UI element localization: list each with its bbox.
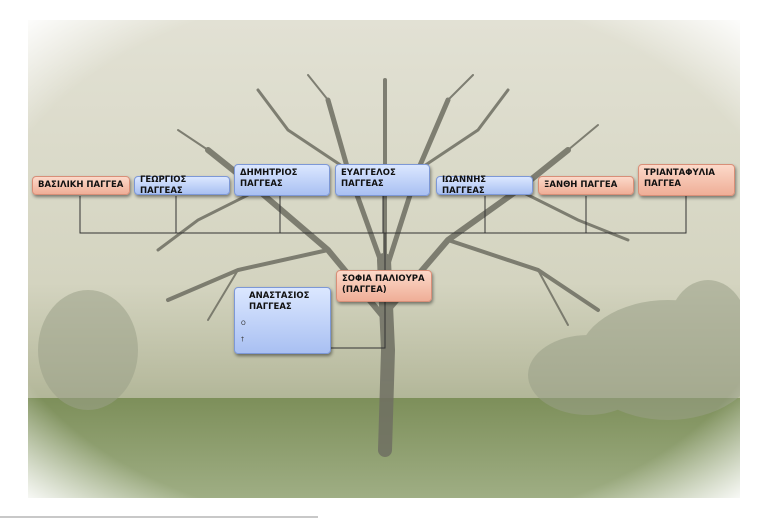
person-card-xanthi[interactable]: ΞΑΝΘΗ ΠΑΓΓΕΑ [538, 176, 634, 195]
birth-marker: o [241, 318, 246, 329]
person-card-georgios[interactable]: ΓΕΩΡΓΙΟΣ ΠΑΓΓΕΑΣ [134, 176, 230, 195]
person-name: ΙΩΑΝΝΗΣ ΠΑΓΓΕΑΣ [442, 175, 527, 197]
family-tree-diagram [28, 20, 740, 498]
person-card-evangelos[interactable]: ΕΥΑΓΓΕΛΟΣ ΠΑΓΓΕΑΣ [335, 164, 430, 196]
scrollbar-track [0, 516, 318, 518]
person-name: ΤΡΙΑΝΤΑΦΥΛΙΑ ΠΑΓΓΕΑ [644, 168, 715, 189]
person-card-vasiliki[interactable]: ΒΑΣΙΛΙΚΗ ΠΑΓΓΕΑ [32, 176, 130, 195]
person-card-dimitrios[interactable]: ΔΗΜΗΤΡΙΟΣ ΠΑΓΓΕΑΣ [234, 164, 330, 196]
person-card-anastasios[interactable]: ΑΝΑΣΤΑΣΙΟΣ ΠΑΓΓΕΑΣ o † [234, 287, 331, 354]
person-name: ΕΥΑΓΓΕΛΟΣ ΠΑΓΓΕΑΣ [341, 168, 396, 189]
person-card-ioannis[interactable]: ΙΩΑΝΝΗΣ ΠΑΓΓΕΑΣ [436, 176, 533, 195]
person-name: ΞΑΝΘΗ ΠΑΓΓΕΑ [544, 180, 617, 191]
tree-background [28, 20, 740, 498]
death-marker: † [241, 334, 244, 345]
person-card-triantafylia[interactable]: ΤΡΙΑΝΤΑΦΥΛΙΑ ΠΑΓΓΕΑ [638, 164, 735, 196]
person-name: ΑΝΑΣΤΑΣΙΟΣ ΠΑΓΓΕΑΣ [249, 291, 309, 312]
person-name: ΔΗΜΗΤΡΙΟΣ ΠΑΓΓΕΑΣ [240, 168, 298, 189]
person-name: ΒΑΣΙΛΙΚΗ ΠΑΓΓΕΑ [38, 180, 123, 191]
person-card-sofia[interactable]: ΣΟΦΙΑ ΠΑΛΙΟΥΡΑ (ΠΑΓΓΕΑ) [336, 270, 432, 302]
person-name: ΣΟΦΙΑ ΠΑΛΙΟΥΡΑ (ΠΑΓΓΕΑ) [342, 274, 425, 295]
person-name: ΓΕΩΡΓΙΟΣ ΠΑΓΓΕΑΣ [140, 175, 224, 197]
